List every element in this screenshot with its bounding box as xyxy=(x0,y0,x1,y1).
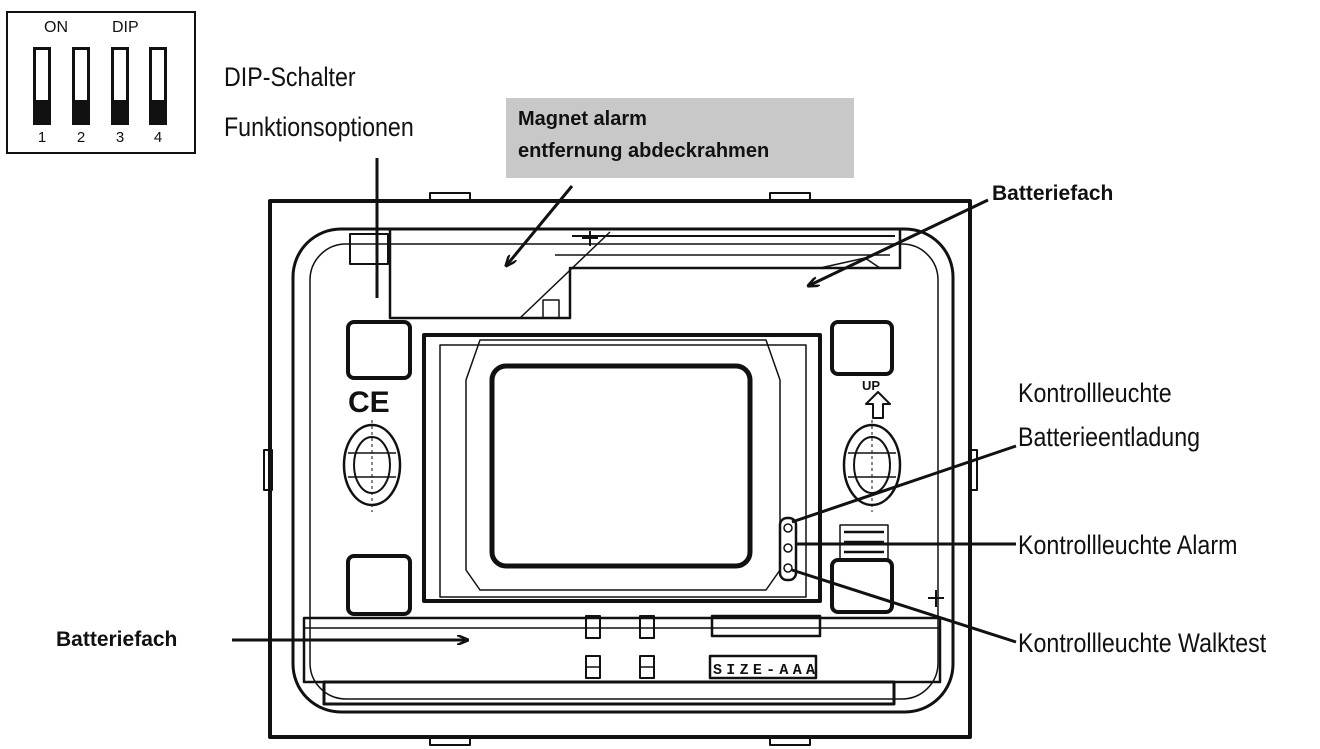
leader-lines xyxy=(232,158,1017,644)
dip-switch-2 xyxy=(72,47,90,125)
battery-top-arrow xyxy=(808,198,989,286)
led-discharge-leader xyxy=(791,444,1017,524)
device-outline xyxy=(263,192,978,746)
magnet-label-box xyxy=(506,98,854,178)
dip-on-label: ON xyxy=(44,19,68,36)
up-mark: UP xyxy=(862,378,880,393)
dip-dip-label: DIP xyxy=(112,19,139,36)
battery-bottom-label: Batteriefach xyxy=(56,628,178,651)
dip-switch-3 xyxy=(111,47,129,125)
battery-top-label: Batteriefach xyxy=(992,182,1114,205)
magnet-arrow xyxy=(506,185,574,266)
led-discharge-label-line2: Batterieentladung xyxy=(1018,422,1201,452)
dip-number-2: 2 xyxy=(76,129,86,146)
led-walktest-leader xyxy=(791,568,1017,644)
magnet-label-line2: entfernung abdeckrahmen xyxy=(518,140,770,162)
led-alarm-label: Kontrollleuchte Alarm xyxy=(1018,530,1238,560)
dip-switch-1 xyxy=(33,47,51,125)
led-discharge-label-line1: Kontrollleuchte xyxy=(1018,378,1172,408)
magnet-label-line1: Magnet alarm xyxy=(518,108,647,130)
dip-number-4: 4 xyxy=(153,129,163,146)
dip-title-line2: Funktionsoptionen xyxy=(224,112,414,142)
dip-switch-inset: ON DIP 1 2 3 4 xyxy=(6,11,196,154)
dip-number-1: 1 xyxy=(37,129,47,146)
dip-number-3: 3 xyxy=(115,129,125,146)
dip-switch-4 xyxy=(149,47,167,125)
ce-mark: CE xyxy=(348,386,390,419)
size-marking: SIZE-AAA xyxy=(713,662,815,679)
dip-title-line1: DIP-Schalter xyxy=(224,62,356,92)
led-walktest-label: Kontrollleuchte Walktest xyxy=(1018,628,1267,658)
